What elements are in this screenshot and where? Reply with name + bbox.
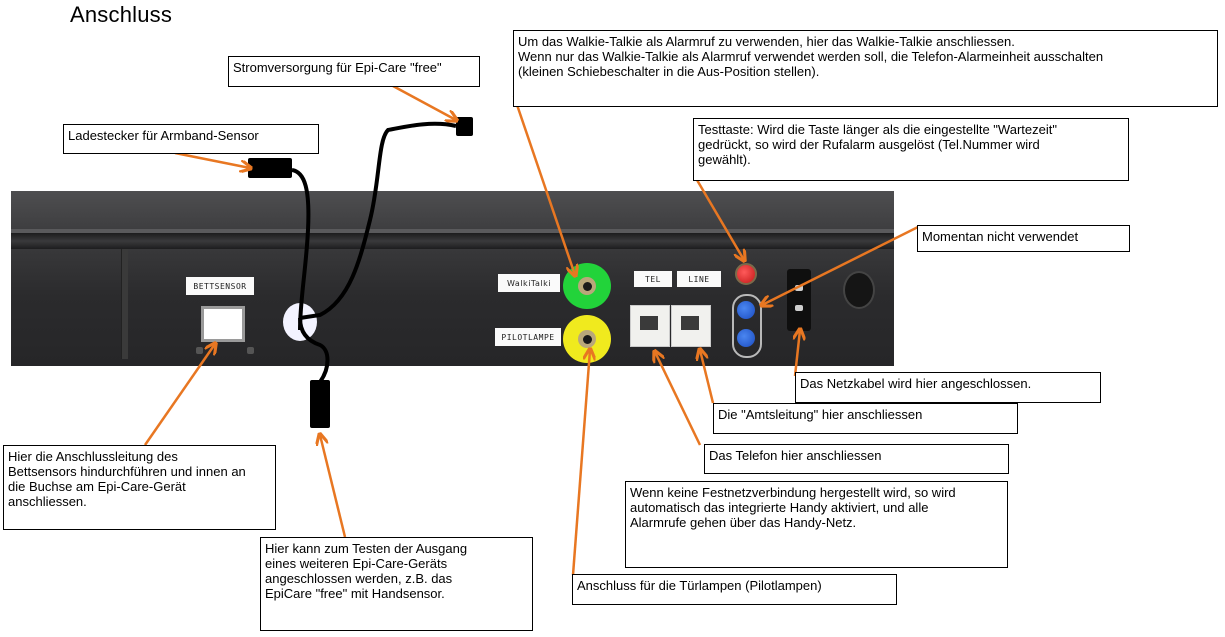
power-plug (456, 117, 473, 136)
tel-rj11-port (630, 305, 670, 347)
callout-ausgang: Hier kann zum Testen der Ausgang eines w… (260, 537, 533, 631)
callout-tuerlampen: Anschluss für die Türlampen (Pilotlampen… (572, 574, 897, 605)
callout-testtaste: Testtaste: Wird die Taste länger als die… (693, 118, 1129, 181)
callout-handy: Wenn keine Festnetzverbindung hergestell… (625, 481, 1008, 568)
arrow-ausgang (320, 435, 347, 538)
tel-label: TEL (634, 271, 672, 287)
power-socket (787, 269, 811, 331)
walkie-talkie-jack (563, 263, 611, 309)
callout-ladestecker: Ladestecker für Armband-Sensor (63, 124, 319, 154)
walkitalki-label: WalkiTalki (498, 274, 560, 292)
callout-walkie-talkie: Um das Walkie-Talkie als Alarmruf zu ver… (513, 30, 1218, 107)
bettsensor-cable-passage (201, 306, 245, 342)
output-plug (310, 380, 330, 428)
blue-button (737, 301, 755, 319)
pilot-lamp-jack (563, 315, 611, 363)
page-title: Anschluss (70, 2, 173, 27)
charging-plug (248, 158, 292, 178)
arrow-stromversorgung (392, 84, 456, 120)
unused-hole (843, 271, 875, 309)
panel-stand-post (121, 249, 128, 359)
line-label: LINE (677, 271, 721, 287)
screw (247, 347, 254, 354)
blue-button (737, 329, 755, 347)
screw (196, 347, 203, 354)
callout-bettsensor: Hier die Anschlussleitung des Bettsensor… (3, 445, 276, 530)
callout-stromversorgung: Stromversorgung für Epi-Care "free" (228, 56, 480, 87)
pilotlampe-label: PILOTLAMPE (495, 328, 561, 346)
line-rj11-port (671, 305, 711, 347)
callout-amtsleitung: Die "Amtsleitung" hier anschliessen (713, 403, 1018, 434)
arrow-tuerlampen (571, 350, 590, 576)
callout-telefon: Das Telefon hier anschliessen (704, 444, 1009, 474)
panel-hinge-rail (11, 233, 894, 249)
device-back-panel: BETTSENSOR WalkiTalki PILOTLAMPE TEL LIN… (11, 191, 894, 366)
test-button (735, 263, 757, 285)
bettsensor-label: BETTSENSOR (186, 277, 254, 295)
arrow-ladestecker (174, 151, 250, 168)
unused-buttons-frame (732, 294, 762, 358)
callout-nicht-verwendet: Momentan nicht verwendet (917, 225, 1130, 252)
cable-hole (283, 303, 317, 341)
callout-netzkabel: Das Netzkabel wird hier angeschlossen. (795, 372, 1101, 403)
